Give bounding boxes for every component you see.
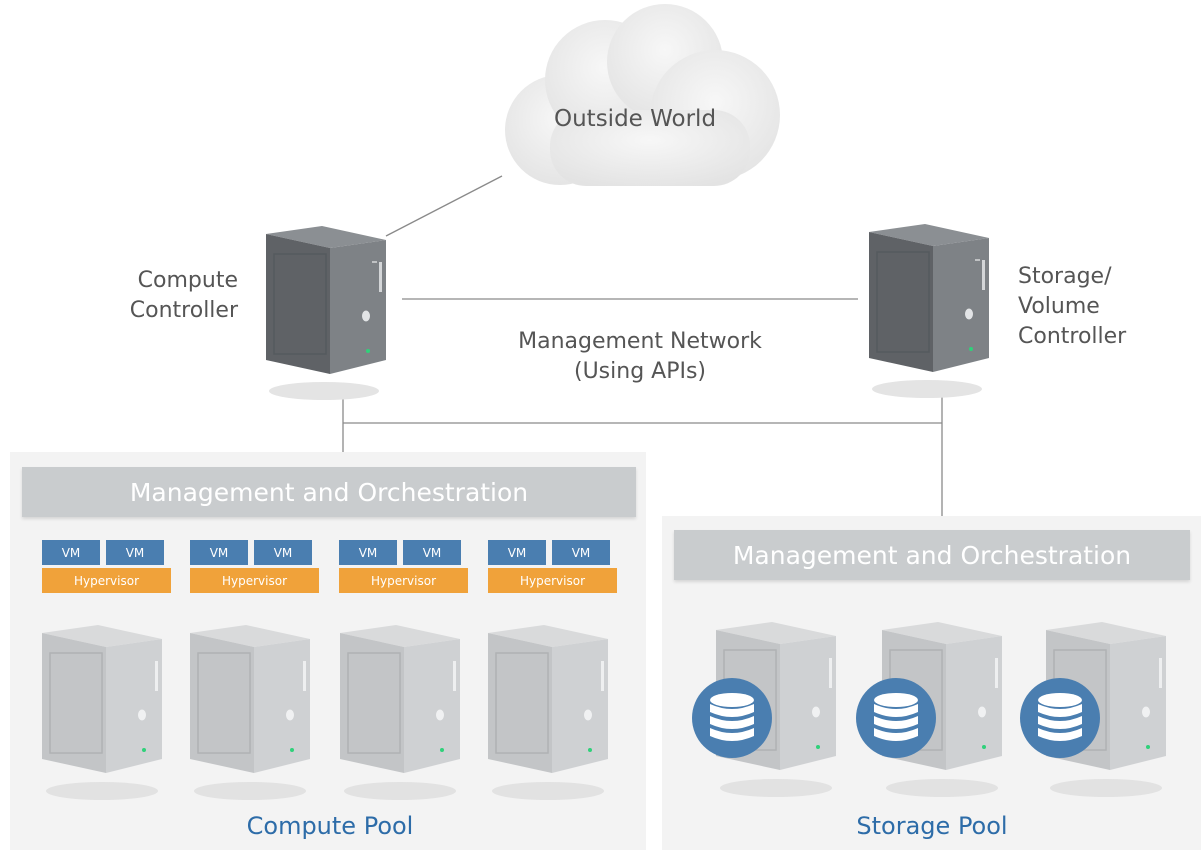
storage-controller-server (865, 224, 995, 410)
vm-box: VM (254, 540, 312, 565)
vm-box: VM (488, 540, 546, 565)
compute-controller-line-2: Controller (129, 298, 238, 323)
compute-controller-line-1: Compute (137, 268, 238, 293)
storage-controller-line-3: Controller (1018, 324, 1127, 349)
compute-management-bar: Management and Orchestration (22, 467, 636, 517)
vm-box: VM (552, 540, 610, 565)
vm-box: VM (42, 540, 100, 565)
storage-controller-line-2: Volume (1018, 294, 1100, 319)
compute-server (38, 625, 168, 809)
management-network-line-1: Management Network (518, 329, 762, 354)
database-icon (1020, 678, 1100, 758)
compute-pool-label: Compute Pool (246, 812, 414, 840)
hypervisor-box: Hypervisor (488, 568, 617, 593)
compute-server (484, 625, 614, 809)
compute-server (336, 625, 466, 809)
hypervisor-box: Hypervisor (339, 568, 468, 593)
cloud-link-line (385, 175, 503, 237)
vm-box: VM (403, 540, 461, 565)
vm-box: VM (106, 540, 164, 565)
management-network-line-2: (Using APIs) (573, 359, 706, 384)
database-icon (692, 678, 772, 758)
storage-controller-label: Storage/ Volume Controller (1018, 262, 1126, 352)
storage-management-bar: Management and Orchestration (674, 530, 1190, 580)
compute-controller-server (262, 226, 392, 412)
compute-server (186, 625, 316, 809)
storage-pool-label: Storage Pool (856, 812, 1008, 840)
storage-controller-line-1: Storage/ (1018, 264, 1112, 289)
hypervisor-box: Hypervisor (190, 568, 319, 593)
vm-box: VM (190, 540, 248, 565)
vm-box: VM (339, 540, 397, 565)
cloud-icon (505, 4, 780, 186)
management-network-label: Management Network (Using APIs) (470, 327, 810, 387)
outside-world-label: Outside World (554, 106, 717, 132)
compute-controller-label: Compute Controller (112, 266, 238, 326)
database-icon (856, 678, 936, 758)
hypervisor-box: Hypervisor (42, 568, 171, 593)
